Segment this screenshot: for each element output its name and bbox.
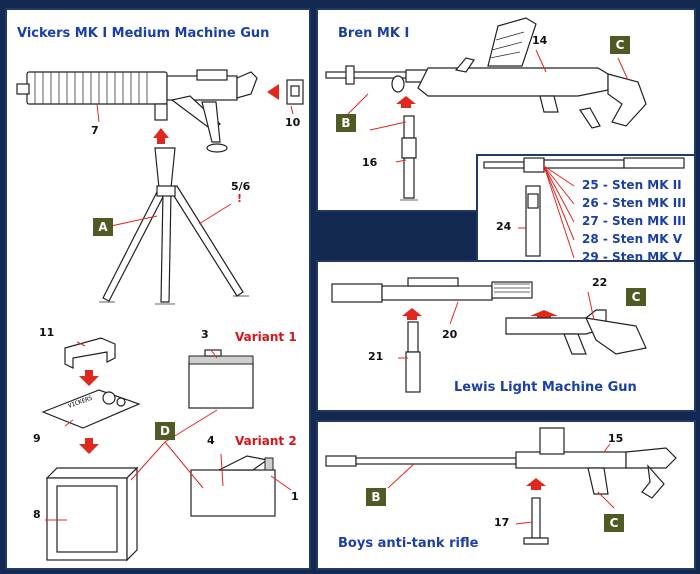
- bren-title: Bren MK I: [338, 26, 410, 41]
- label-3: 3: [201, 328, 209, 341]
- tag-b-boys: B: [366, 488, 386, 506]
- label-14: 14: [532, 34, 548, 47]
- boys-rifle-drawing: [325, 427, 677, 499]
- label-5-6: 5/6: [231, 180, 251, 193]
- sten-item-num: 28: [582, 232, 599, 246]
- tag-a: A: [93, 218, 113, 236]
- bren-illustration: [325, 17, 647, 201]
- part-3-drawing: [188, 349, 254, 409]
- part-8-drawing: [45, 466, 139, 562]
- boys-title: Boys anti-tank rifle: [338, 536, 479, 551]
- sten-item-name: Sten MK V: [612, 232, 682, 246]
- label-11: 11: [39, 326, 55, 339]
- boys-panel: B 15 C 17 Boys anti-tank rifle: [316, 420, 696, 570]
- sten-item: 25 - Sten MK II: [582, 178, 682, 192]
- arrow-11-down: [79, 370, 99, 386]
- vickers-title: Vickers MK I Medium Machine Gun: [17, 26, 270, 41]
- sten-illustration: [483, 157, 685, 259]
- tag-b-bren: B: [336, 114, 356, 132]
- arrow-9-down: [79, 438, 99, 454]
- part-16-drawing: [400, 115, 418, 201]
- sten-item: 26 - Sten MK III: [582, 196, 687, 210]
- vickers-panel: VICKERS: [5, 8, 311, 570]
- part-11-drawing: [64, 337, 116, 369]
- tag-c-bren: C: [610, 36, 630, 54]
- lewis-illustration: [331, 277, 647, 393]
- lewis-gun-drawing: [331, 277, 533, 303]
- sten-item-num: 26: [582, 196, 599, 210]
- sten-list: 25 - Sten MK II 26 - Sten MK III 27 - St…: [582, 178, 686, 268]
- sten-panel: 24 25 - Sten MK II 26 - Sten MK III 27 -…: [476, 154, 696, 266]
- lewis-stock-drawing: [505, 309, 647, 355]
- sten-item-name: Sten MK II: [612, 178, 682, 192]
- label-10: 10: [285, 116, 301, 129]
- label-4: 4: [207, 434, 215, 447]
- bren-insert-arrow: [396, 96, 416, 108]
- tag-d: D: [155, 422, 175, 440]
- label-21: 21: [368, 350, 384, 363]
- sten-gun-drawing: [483, 157, 685, 173]
- label-20: 20: [442, 328, 458, 341]
- part-9-drawing: VICKERS: [41, 389, 141, 429]
- part-21-drawing: [405, 321, 421, 393]
- label-16: 16: [362, 156, 378, 169]
- sten-item: 28 - Sten MK V: [582, 232, 682, 246]
- label-8: 8: [33, 508, 41, 521]
- label-7: 7: [91, 124, 99, 137]
- boys-insert-arrow: [526, 478, 546, 490]
- label-1: 1: [291, 490, 299, 503]
- label-exclamation: !: [237, 192, 243, 205]
- vickers-illustration: VICKERS: [16, 69, 304, 562]
- variant-1-label: Variant 1: [235, 330, 297, 344]
- tag-c-boys: C: [604, 514, 624, 532]
- lewis-insert-arrow: [402, 308, 422, 320]
- sten-item-num: 25: [582, 178, 599, 192]
- lewis-panel: 20 21 22 C Lewis Light Machine Gun: [316, 260, 696, 412]
- part-4-drawing: [190, 455, 276, 517]
- label-24: 24: [496, 220, 512, 233]
- sten-item: 27 - Sten MK III: [582, 214, 687, 228]
- vickers-gun-drawing: [16, 69, 258, 153]
- bren-gun-drawing: [325, 17, 647, 129]
- insert-arrow-10: [267, 84, 279, 100]
- variant-2-label: Variant 2: [235, 434, 297, 448]
- label-22: 22: [592, 276, 608, 289]
- label-9: 9: [33, 432, 41, 445]
- tripod-drawing: [99, 147, 249, 305]
- tag-c-lewis: C: [626, 288, 646, 306]
- label-17: 17: [494, 516, 510, 529]
- boys-illustration: [325, 427, 677, 545]
- sten-item-name: Sten MK III: [612, 214, 687, 228]
- sten-item-name: Sten MK III: [612, 196, 687, 210]
- lewis-title: Lewis Light Machine Gun: [454, 380, 637, 395]
- insert-arrow-tripod: [153, 128, 169, 144]
- part-10-drawing: [286, 79, 304, 105]
- sten-item-num: 27: [582, 214, 599, 228]
- label-15: 15: [608, 432, 624, 445]
- part-24-drawing: [525, 185, 541, 257]
- part-17-drawing: [523, 497, 549, 545]
